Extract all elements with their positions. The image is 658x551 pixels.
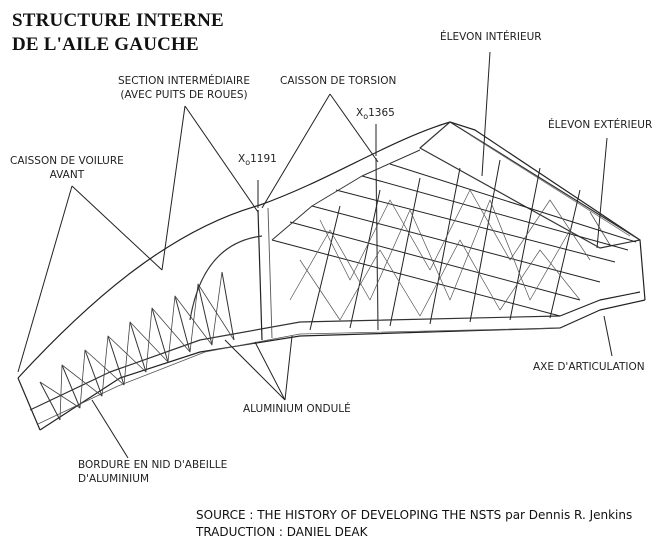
label-station-1191: Xo1191: [238, 152, 277, 170]
label-station-1365: Xo1365: [356, 106, 395, 124]
elevon-panel: [419, 121, 641, 249]
leader-alu-3: [284, 335, 293, 401]
label-section-intermediaire: SECTION INTERMÉDIAIRE (AVEC PUITS DE ROU…: [118, 74, 250, 102]
source-line: SOURCE : THE HISTORY OF DEVELOPING THE N…: [196, 508, 633, 522]
label-section-line-2: (AVEC PUITS DE ROUES): [120, 89, 248, 101]
leader-elevon-ext: [596, 137, 608, 249]
leader-elevon-int: [481, 51, 491, 177]
leader-section-1: [161, 105, 186, 271]
title-line-1: STRUCTURE INTERNE: [12, 10, 224, 31]
hinge-strip: [559, 291, 641, 317]
station-1365-num: 1365: [368, 107, 395, 119]
spar-1365: [375, 157, 379, 331]
label-bordure-line-2: D'ALUMINIUM: [78, 473, 150, 485]
leader-avant-1: [17, 185, 73, 373]
label-caisson-voilure: CAISSON DE VOILURE AVANT: [10, 154, 124, 182]
label-elevon-exterieur: ÉLEVON EXTÉRIEUR: [548, 119, 653, 131]
wing-outline-trailing: [39, 299, 646, 431]
leader-torsion-2: [329, 93, 379, 163]
label-bordure: BORDURE EN NID D'ABEILLE D'ALUMINIUM: [78, 458, 227, 486]
leading-edge: [17, 377, 41, 431]
translation-line: TRADUCTION : DANIEL DEAK: [196, 525, 368, 539]
leader-torsion-1: [261, 93, 331, 209]
label-axe-articulation: AXE D'ARTICULATION: [533, 361, 645, 373]
label-voilure-line-1: CAISSON DE VOILURE: [10, 155, 124, 167]
spar-1191: [257, 209, 263, 341]
station-1365-x: X: [356, 107, 364, 119]
station-1191-sub: o: [245, 158, 251, 168]
leader-axe: [603, 315, 613, 357]
label-aluminium-ondule: ALUMINIUM ONDULÉ: [243, 403, 351, 415]
label-voilure-line-2: AVANT: [49, 169, 85, 181]
label-elevon-interieur: ÉLEVON INTÉRIEUR: [440, 31, 542, 43]
leader-alu-1: [224, 339, 286, 401]
label-section-line-1: SECTION INTERMÉDIAIRE: [118, 75, 250, 87]
station-1191-x: X: [238, 153, 246, 165]
leader-alu-2: [254, 341, 286, 401]
wing-outline-upper: [17, 121, 646, 379]
label-bordure-line-1: BORDURE EN NID D'ABEILLE: [78, 459, 228, 471]
leader-bordure: [91, 399, 129, 459]
corrugated-band: [29, 315, 561, 411]
leader-section-2: [184, 105, 259, 213]
title-line-2: DE L'AILE GAUCHE: [12, 34, 199, 55]
station-1365-sub: o: [363, 112, 369, 122]
wheel-well: [189, 235, 263, 321]
label-caisson-torsion: CAISSON DE TORSION: [280, 75, 397, 87]
station-1191-num: 1191: [250, 153, 277, 165]
leader-avant-2: [71, 185, 163, 271]
